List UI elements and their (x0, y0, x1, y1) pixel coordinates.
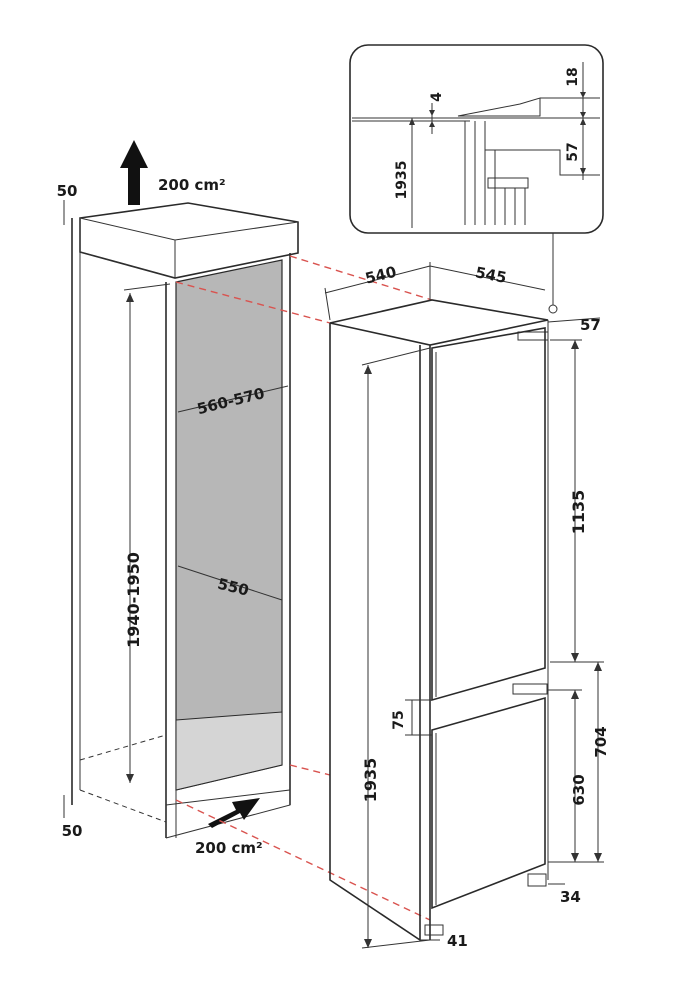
detail-hinge-label: 57 (565, 142, 581, 161)
top-offset-label: 57 (580, 316, 601, 334)
appliance-width-label: 545 (474, 263, 508, 287)
appliance-height-ext-top (361, 347, 431, 366)
cabinet-niche: 50 50 1940-1950 560-570 550 200 cm² 200 … (57, 140, 299, 857)
detail-hinge-plate (457, 97, 541, 117)
vent-bottom-label: 200 cm² (195, 839, 263, 857)
appliance-height-label: 1935 (361, 758, 380, 803)
detail-height-label: 1935 (394, 161, 410, 200)
detail-leader-dot (548, 304, 558, 314)
projection-lines (175, 255, 433, 921)
appliance-depth-label: 540 (363, 263, 398, 288)
freezer-door-height-label: 630 (570, 774, 588, 805)
foot-offset-label: 41 (447, 932, 468, 950)
detail-top-label: 18 (565, 67, 581, 86)
appliance-width-dim (429, 265, 546, 291)
projection-top-2 (175, 281, 331, 324)
niche-floor (175, 711, 283, 791)
detail-dim-height-arrow (409, 118, 415, 125)
top-gap-label: 50 (57, 182, 78, 200)
detail-door-edge (504, 188, 526, 225)
niche-width-dim (177, 565, 283, 601)
niche-height-label: 1940-1950 (124, 552, 143, 648)
bottom-gap-label: 50 (62, 822, 83, 840)
appliance-side (329, 323, 421, 942)
niche-height-ext-top (123, 283, 171, 291)
cabinet-top-edge (79, 217, 299, 241)
appliance-top (329, 299, 549, 346)
niche-recess (175, 259, 283, 791)
detail-frame (349, 44, 604, 234)
appliance-height-ext-bottom (361, 939, 431, 949)
detail-dim-57-arrows (580, 118, 586, 175)
cabinet-base-dash (79, 734, 167, 823)
detail-dim-18-arrows (580, 92, 586, 118)
arrow-up-icon (120, 140, 148, 205)
cabinet-top-dash (79, 251, 176, 279)
top-offset-ext (547, 317, 601, 323)
detail-cabinet-wall (464, 121, 476, 225)
detail-hinge-block (487, 177, 529, 189)
door-gap-label: 75 (391, 710, 407, 729)
fridge-door-height-label: 1135 (569, 490, 588, 535)
freezer-door (431, 696, 546, 910)
appliance-dim-ext-left (324, 287, 331, 321)
fridge-door (431, 327, 546, 702)
foot (424, 924, 444, 936)
appliance: 540 545 57 1135 704 630 34 75 1 (324, 262, 610, 950)
appliance-depth-dim (324, 265, 431, 294)
bottom-offset-label: 34 (560, 888, 581, 906)
projection-top-1 (289, 255, 433, 301)
niche-depth-dim (177, 385, 289, 413)
middle-hinge (512, 683, 548, 695)
projection-bottom-2 (175, 799, 431, 921)
arrow-right-icon (208, 798, 260, 828)
lower-section-label: 704 (592, 726, 610, 757)
top-hinge (517, 331, 549, 341)
detail-gap-label: 4 (429, 92, 445, 102)
cabinet-plinth (165, 789, 291, 839)
projection-bottom-1 (289, 764, 331, 776)
detail-dim-4-arrows (429, 110, 435, 127)
bottom-hinge (527, 873, 547, 887)
vent-top-label: 200 cm² (158, 176, 226, 194)
detail-callout: 4 1935 18 57 (349, 44, 604, 314)
